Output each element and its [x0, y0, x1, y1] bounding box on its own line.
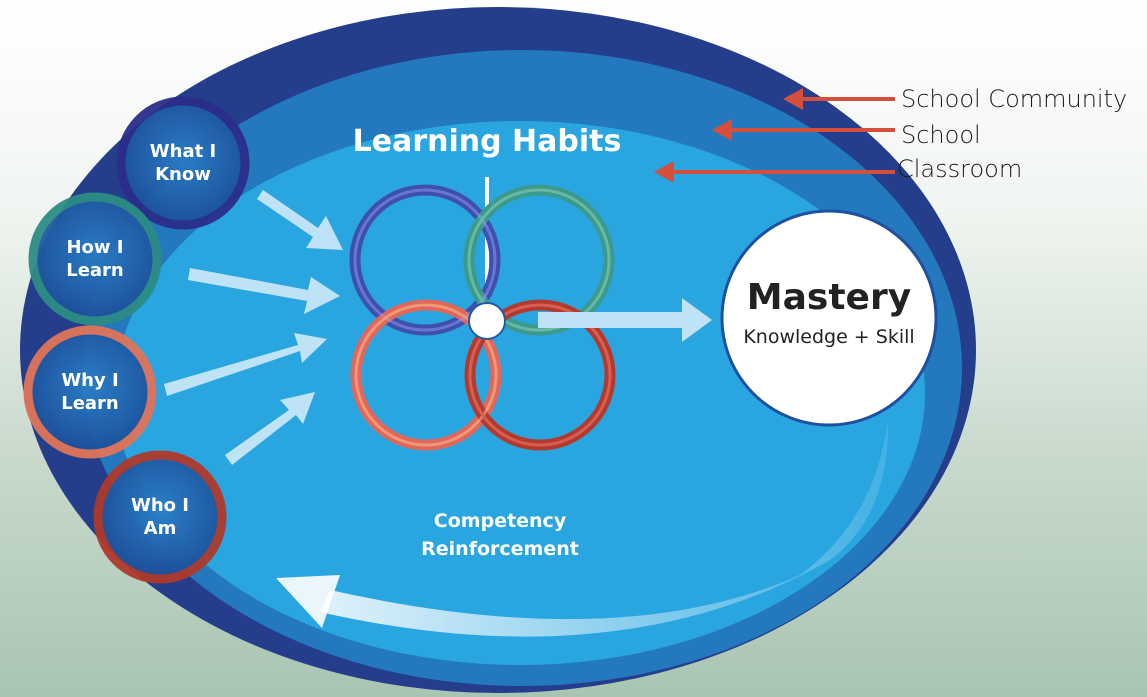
- center-text-line2: Reinforcement: [421, 538, 579, 560]
- habit-center-dot: [468, 302, 506, 340]
- legend-classroom: Classroom: [897, 155, 1023, 183]
- side-label-line: Why I: [61, 370, 119, 391]
- ring-teal: [463, 184, 615, 336]
- side-label-line: Am: [143, 518, 177, 539]
- side-label-line: What I: [149, 141, 217, 162]
- side-label-why-i-learn: Why I Learn: [40, 369, 140, 415]
- legend-school: School: [901, 121, 981, 149]
- ring-highlights: [353, 188, 612, 447]
- mastery-circle: [720, 209, 938, 427]
- side-label-who-i-am: Who I Am: [110, 494, 210, 540]
- side-label-what-i-know: What I Know: [133, 140, 233, 186]
- input-arrows: [164, 190, 343, 465]
- ring-pink: [350, 299, 502, 451]
- side-label-line: Learn: [66, 260, 124, 281]
- mastery-arrow: [538, 298, 712, 342]
- learning-habit-rings: [349, 184, 616, 451]
- classroom-ring: [115, 121, 925, 665]
- ring-red: [464, 299, 616, 451]
- side-circle-what-i-know: [116, 96, 250, 230]
- side-label-line: Know: [155, 164, 211, 185]
- diagram-title: Learning Habits: [352, 124, 622, 159]
- center-text-line1: Competency: [433, 510, 567, 532]
- mastery-title: Mastery: [746, 277, 912, 318]
- side-label-how-i-learn: How I Learn: [45, 236, 145, 282]
- mastery-subtitle: Knowledge + Skill: [743, 326, 915, 348]
- side-circles: [23, 96, 250, 584]
- legend-school-community: School Community: [901, 85, 1128, 113]
- reinforcement-arrowhead: [276, 575, 340, 628]
- side-label-line: Learn: [61, 393, 119, 414]
- side-label-line: How I: [66, 237, 124, 258]
- ring-blue: [349, 184, 501, 336]
- legend-arrows: [654, 88, 895, 183]
- side-circle-how-i-learn: [28, 192, 162, 326]
- side-circle-who-i-am: [93, 450, 227, 584]
- center-text: Competency Reinforcement: [380, 507, 620, 563]
- side-circle-why-i-learn: [23, 325, 157, 459]
- side-label-line: Who I: [131, 495, 189, 516]
- reinforcement-swoosh: [320, 420, 889, 637]
